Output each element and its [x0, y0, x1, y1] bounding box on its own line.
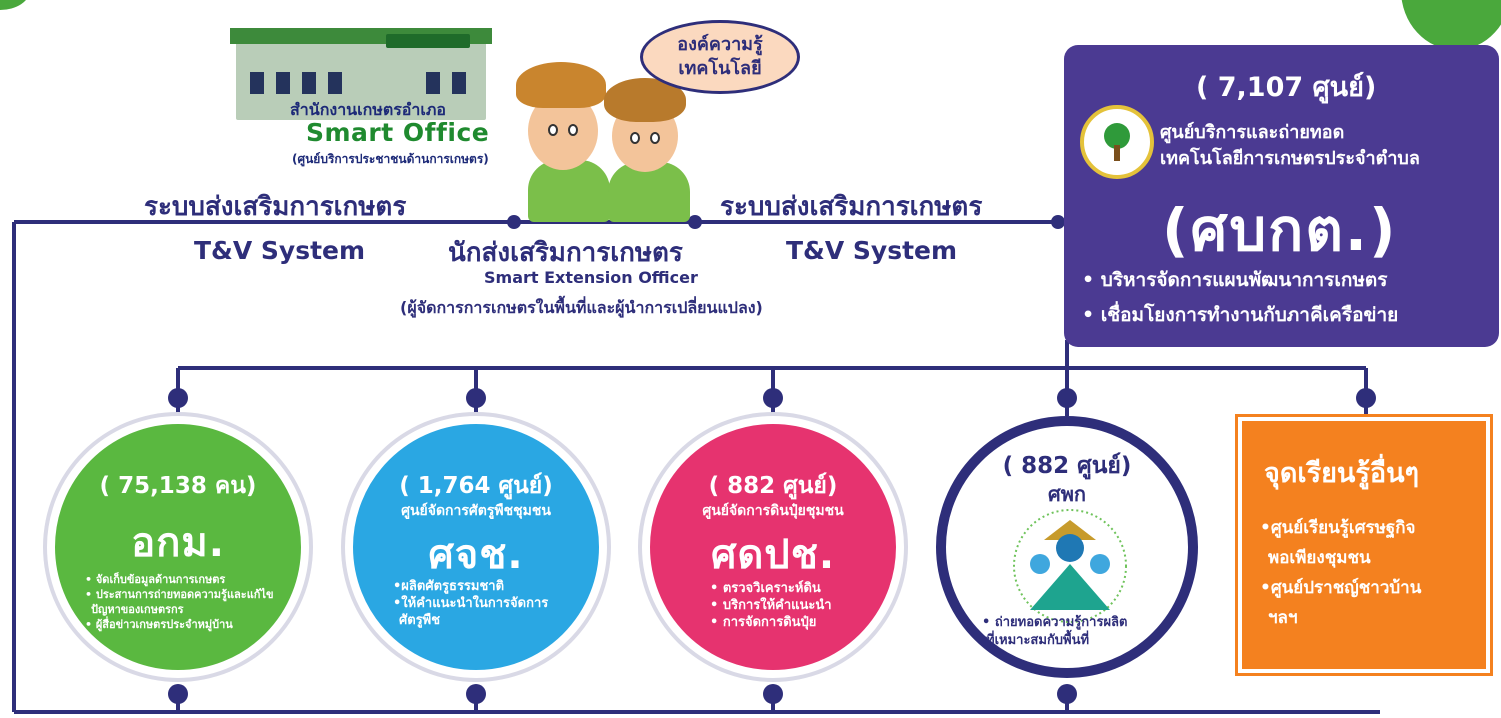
center-name-line-1: ศูนย์บริการและถ่ายทอด [1160, 122, 1345, 143]
center-bullet: • เชื่อมโยงการทำงานกับภาคีเครือข่าย [1082, 304, 1399, 326]
unit-abbreviation: ศจช. [428, 532, 524, 578]
building-window [452, 72, 466, 94]
corner-accent-left [0, 0, 30, 10]
list-item: • ถ่ายทอดความรู้การผลิต [982, 615, 1128, 630]
list-item: •ผลิตศัตรูธรรมชาติ [393, 579, 505, 594]
smart-office-title: Smart Office [306, 118, 490, 147]
other-items: •ศูนย์เรียนรู้เศรษฐกิจ พอเพียงชุมชน •ศูน… [1260, 513, 1421, 633]
building-window [426, 72, 440, 94]
unit-items: • ตรวจวิเคราะห์ดิน • บริการให้คำแนะนำ • … [710, 580, 832, 631]
other-learning-points-box: จุดเรียนรู้อื่นๆ •ศูนย์เรียนรู้เศรษฐกิจ … [1238, 417, 1490, 673]
unit-count: ( 882 ศูนย์) [1002, 453, 1132, 479]
unit-items: • จัดเก็บข้อมูลด้านการเกษตร • ประสานการถ… [85, 572, 274, 632]
list-item: • ผู้สื่อข่าวเกษตรประจำหมู่บ้าน [85, 618, 233, 631]
connector-dot [466, 684, 486, 704]
connector-dot [688, 215, 702, 229]
building-window [328, 72, 342, 94]
bubble-line-1: องค์ความรู้ [677, 34, 763, 55]
list-item: •ศูนย์เรียนรู้เศรษฐกิจ [1260, 518, 1416, 538]
tv-system-sub-right: T&V System [786, 236, 958, 265]
unit-items: •ผลิตศัตรูธรรมชาติ •ให้คำแนะนำในการจัดกา… [393, 578, 548, 629]
speech-bubble: องค์ความรู้ เทคโนโลยี [640, 20, 800, 94]
list-item: ที่เหมาะสมกับพื้นที่ [986, 633, 1090, 648]
officer-description: (ผู้จัดการการเกษตรในพื้นที่และผู้นำการเป… [400, 298, 763, 317]
unit-abbreviation: อกม. [131, 520, 225, 566]
unit-count: ( 882 ศูนย์) [708, 473, 838, 499]
connector-dot [763, 684, 783, 704]
connector-dot [168, 388, 188, 408]
list-item: ฯลฯ [1268, 608, 1298, 628]
building-window [302, 72, 316, 94]
connector-dot [763, 388, 783, 408]
list-item: • ประสานการถ่ายทอดความรู้และแก้ไข [85, 588, 274, 601]
farmer-hair [516, 62, 606, 108]
officer-title: นักส่งเสริมการเกษตร [448, 238, 683, 268]
list-item: • จัดเก็บข้อมูลด้านการเกษตร [85, 573, 226, 586]
eye [568, 124, 578, 136]
tv-system-title-left: ระบบส่งเสริมการเกษตร [144, 192, 407, 222]
unit-name: ศพก [1048, 482, 1086, 506]
unit-name: ศูนย์จัดการศัตรูพืชชุมชน [401, 503, 551, 519]
tv-system-title-right: ระบบส่งเสริมการเกษตร [720, 192, 983, 222]
list-item: • ตรวจวิเคราะห์ดิน [710, 581, 821, 596]
bubble-line-2: เทคโนโลยี [678, 58, 762, 79]
other-title: จุดเรียนรู้อื่นๆ [1264, 458, 1420, 489]
building-window [276, 72, 290, 94]
unit-abbreviation: ศดปช. [710, 532, 836, 578]
connector-dot [1057, 388, 1077, 408]
unit-count: ( 75,138 คน) [99, 473, 257, 499]
list-item: • การจัดการดินปุ๋ย [710, 615, 817, 630]
office-label: สำนักงานเกษตรอำเภอ [290, 100, 447, 119]
list-item: พอเพียงชุมชน [1268, 548, 1371, 568]
center-abbreviation: (ศบกต.) [1162, 196, 1398, 264]
office-building-illustration [230, 28, 492, 120]
list-item: •ให้คำแนะนำในการจัดการ [393, 596, 549, 611]
officer-subtitle: Smart Extension Officer [484, 268, 698, 287]
list-item: • บริการให้คำแนะนำ [710, 598, 832, 613]
tree-icon [1104, 123, 1130, 149]
spk-logo-icon [1013, 509, 1127, 623]
doae-logo-icon [1080, 105, 1154, 179]
unit-count: ( 1,764 ศูนย์) [399, 473, 553, 499]
unit-circle-okm: ( 75,138 คน) อกม. • จัดเก็บข้อมูลด้านการ… [47, 416, 309, 678]
center-name-line-2: เทคโนโลยีการเกษตรประจำตำบล [1160, 148, 1420, 169]
building-sign [386, 34, 470, 48]
connector-dot [507, 215, 521, 229]
tv-system-sub-left: T&V System [194, 236, 366, 265]
connector-dot [466, 388, 486, 408]
center-bullet: • บริหารจัดการแผนพัฒนาการเกษตร [1082, 269, 1388, 291]
unit-name: ศูนย์จัดการดินปุ๋ยชุมชน [702, 503, 844, 519]
unit-circle-spk: ( 882 ศูนย์) ศพก • ถ่ายทอดความรู้การผลิต… [936, 416, 1198, 678]
building-window [250, 72, 264, 94]
list-item: ศัตรูพืช [399, 613, 441, 628]
eye [630, 132, 640, 144]
center-count: ( 7,107 ศูนย์) [1196, 72, 1377, 103]
unit-items: • ถ่ายทอดความรู้การผลิต ที่เหมาะสมกับพื้… [982, 614, 1127, 650]
list-item: •ศูนย์ปราชญ์ชาวบ้าน [1260, 578, 1422, 598]
list-item: ปัญหาของเกษตรกร [91, 603, 184, 616]
eye [650, 132, 660, 144]
office-subtitle: (ศูนย์บริการประชาชนด้านการเกษตร) [292, 152, 489, 166]
eye [548, 124, 558, 136]
unit-circle-sjch: ( 1,764 ศูนย์) ศูนย์จัดการศัตรูพืชชุมชน … [345, 416, 607, 678]
connector-dot [1057, 684, 1077, 704]
connector-dot [1051, 215, 1065, 229]
connector-dot [1356, 388, 1376, 408]
connector-dot [168, 684, 188, 704]
tree-trunk [1114, 145, 1120, 161]
farmer-body [528, 160, 610, 222]
farmer-body [608, 162, 690, 222]
unit-circle-sdpch: ( 882 ศูนย์) ศูนย์จัดการดินปุ๋ยชุมชน ศดป… [642, 416, 904, 678]
sbkt-center-box: ( 7,107 ศูนย์) ศูนย์บริการและถ่ายทอด เทค… [1064, 45, 1499, 347]
